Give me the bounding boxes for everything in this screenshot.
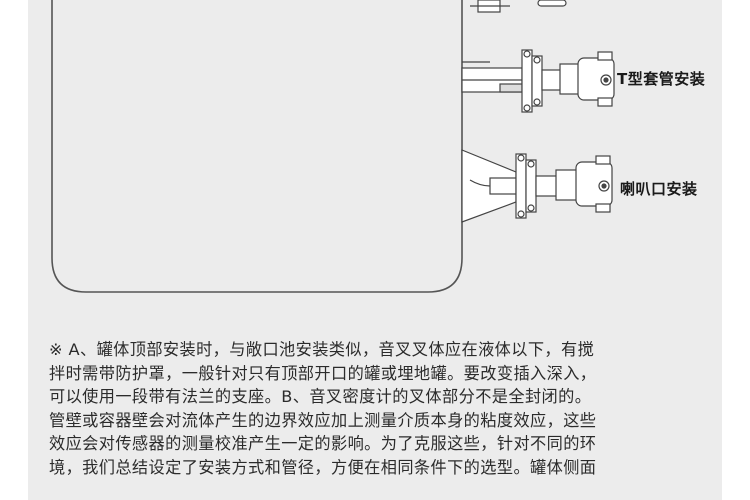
horn-instrument — [461, 149, 613, 223]
t-sleeve-instrument — [461, 49, 615, 113]
installation-note: ※ A、罐体顶部安装时，与敞口池安装类似，音叉叉体应在液体以下，有搅 拌时需带防… — [49, 338, 709, 480]
tank-outline — [51, 0, 463, 293]
note-line: ※ A、罐体顶部安装时，与敞口池安装类似，音叉叉体应在液体以下，有搅 — [49, 340, 595, 359]
note-line: 境，我们总结设定了安装方式和管径，方便在相同条件下的选型。罐体侧面 — [49, 457, 597, 477]
horn-label: 喇叭口安装 — [620, 180, 698, 198]
note-line: 拌时需带防护罩，一般针对只有顶部开口的罐或埋地罐。要改变插入深入， — [49, 363, 597, 383]
note-line: 效应会对传感器的测量校准产生一定的影响。为了克服这些，针对不同的环 — [49, 434, 597, 454]
t-sleeve-label: T型套管安装 — [617, 70, 706, 88]
installation-diagram — [51, 0, 615, 293]
note-line: 可以使用一段带有法兰的支座。B、音叉密度计的叉体部分不是全封闭的。 — [49, 387, 592, 407]
note-line: 管壁或容器壁会对流体产生的边界效应加上测量介质本身的粘度效应，这些 — [49, 410, 597, 430]
top-instrument — [470, 0, 567, 13]
